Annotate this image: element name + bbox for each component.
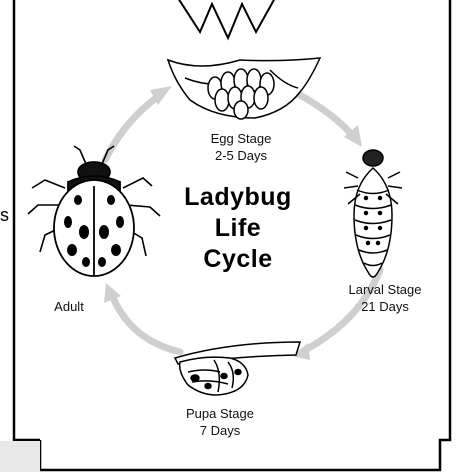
adult-stage-name: Adult (44, 298, 94, 315)
pupa-stage-name: Pupa Stage (175, 405, 265, 422)
cut-off-edge-text: s (0, 205, 9, 226)
egg-stage-label: Egg Stage 2-5 Days (196, 130, 286, 164)
title-line-3: Cycle (168, 244, 308, 275)
pupa-stage-label: Pupa Stage 7 Days (175, 405, 265, 439)
title-line-2: Life (168, 213, 308, 244)
egg-stage-duration: 2-5 Days (196, 147, 286, 164)
larval-stage-name: Larval Stage (330, 281, 440, 298)
adult-ladybug-icon (28, 146, 160, 276)
starburst-icon (178, 0, 275, 38)
arrow-adult-to-egg (105, 95, 160, 160)
title-line-1: Ladybug (168, 182, 308, 213)
larval-stage-duration: 21 Days (330, 298, 440, 315)
diagram-title: Ladybug Life Cycle (168, 182, 308, 275)
bottom-band (0, 441, 40, 472)
ladybug-pupa-icon (175, 342, 300, 395)
larval-stage-label: Larval Stage 21 Days (330, 281, 440, 315)
pupa-stage-duration: 7 Days (175, 422, 265, 439)
adult-label: Adult (44, 298, 94, 315)
ladybug-larva-icon (344, 150, 402, 277)
arrow-egg-to-larva (300, 95, 352, 135)
ladybug-eggs-icon (168, 58, 320, 119)
arrow-pupa-to-adult (112, 295, 180, 352)
egg-stage-name: Egg Stage (196, 130, 286, 147)
